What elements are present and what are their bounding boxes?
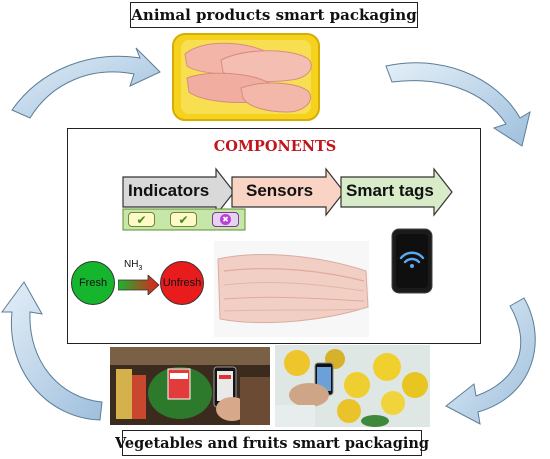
indicators-arrow [122,167,235,217]
components-box: COMPONENTS Indicators Sensors Smart tags… [67,128,481,344]
ammonia-label: NH3 [124,259,142,272]
check-icon: ✔ [170,212,197,227]
cycle-arrow-bottom-right [445,297,536,425]
smart-tags-arrow [340,167,453,217]
unfresh-circle: Unfresh [160,261,204,305]
smart-tags-label: Smart tags [346,181,434,200]
fresh-to-unfresh-arrow [118,275,160,295]
top-title: Animal products smart packaging [130,2,418,28]
smartphone-signal-image [391,228,433,294]
grocery-smartphone-image [110,347,270,425]
cycle-arrow-bottom-left [1,281,103,421]
check-icon: ✔ [128,212,155,227]
sensors-label: Sensors [246,181,314,200]
ammonia-formula: NH [124,259,139,270]
x-icon: ✖ [212,212,239,227]
fruits-smartphone-image [275,345,430,427]
sensors-arrow [231,167,345,217]
bottom-title: Vegetables and fruits smart packaging [115,430,429,456]
cycle-arrow-top-right [385,62,531,147]
ammonia-subscript: 3 [138,265,143,272]
wifi-icon [399,251,425,264]
fish-fillet-image [214,241,369,337]
indicators-label: Indicators [128,181,210,200]
fresh-circle: Fresh [71,261,115,305]
cycle-arrow-top-left [11,47,161,119]
chicken-tray-image [172,33,320,121]
components-heading: COMPONENTS [213,138,337,155]
